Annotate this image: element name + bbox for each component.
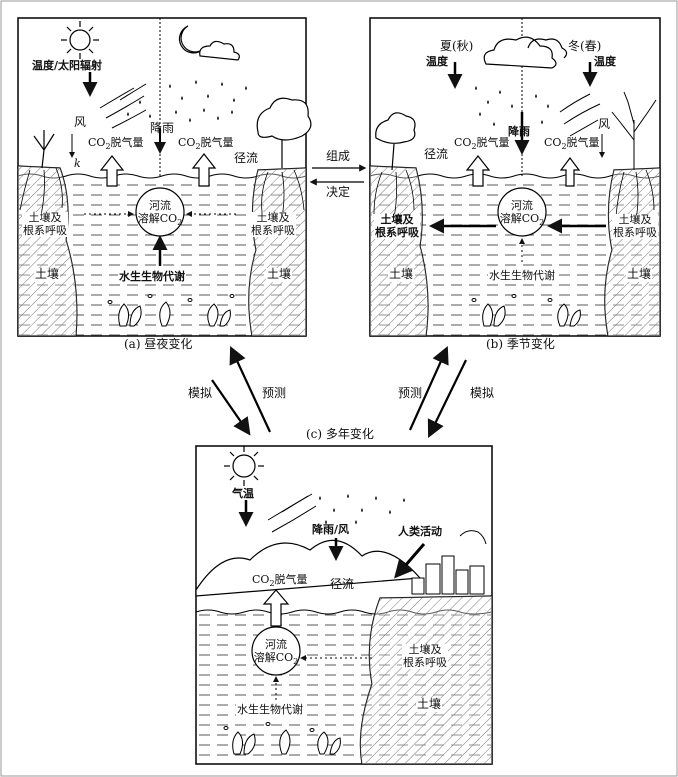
panel-a-soil-left (17, 165, 78, 337)
caption-b: (b) 季节变化 (486, 337, 555, 351)
co2-degas-left: CO2脱气量 (454, 136, 510, 152)
runoff-label: 径流 (424, 147, 449, 161)
runoff-label: 径流 (330, 577, 355, 591)
wind-label: 风 (74, 115, 87, 129)
predict-label-right: 预测 (398, 386, 423, 400)
cloud-icon (199, 40, 240, 61)
rain-label: 降雨 (508, 125, 530, 138)
compose-label: 组成 (326, 149, 351, 163)
winter-label: 冬(春) (568, 39, 602, 53)
decide-label: 决定 (326, 185, 351, 199)
k-label: k (74, 157, 81, 170)
cloud-icon (483, 36, 557, 69)
simulate-label-right: 模拟 (470, 386, 495, 400)
soil-label: 土壤 (416, 697, 443, 712)
co2-degas-left: CO2脱气量 (88, 136, 144, 152)
soil-resp-left: 土壤及根系呼吸 (22, 211, 68, 238)
panel-b-soil-right (604, 167, 661, 337)
soil-label-left: 土壤 (388, 267, 415, 282)
rain-label: 降雨 (150, 121, 175, 135)
air-temp-label: 气温 (232, 487, 254, 500)
river-label: 河流溶解CO2 (253, 638, 299, 666)
soil-label-left: 土壤 (34, 267, 61, 282)
caption-a: (a) 昼夜变化 (124, 337, 193, 351)
bare-tree (611, 91, 657, 221)
co2-degas-right: CO2脱气量 (178, 136, 234, 152)
aquatic-label: 水生生物代谢 (488, 269, 556, 283)
river-label: 河流溶解CO2 (137, 199, 183, 227)
summer-label: 夏(秋) (440, 39, 474, 53)
panel-a-soil-right (248, 167, 307, 337)
predict-arrow-left (229, 346, 271, 433)
predict-arrow-right (408, 345, 449, 431)
rain-wind-label: 降雨/风 (312, 523, 350, 536)
simulate-arrow-left (211, 379, 251, 436)
co2-degas: CO2脱气量 (252, 573, 308, 589)
caption-c: (c) 多年变化 (306, 427, 374, 441)
city-icon (411, 555, 485, 595)
tree-right (256, 97, 312, 219)
simulate-arrow-right (427, 359, 467, 438)
soil-resp-right: 土壤及根系呼吸 (612, 213, 658, 240)
temp-right-label: 温度 (594, 55, 616, 68)
temp-solar-label: 温度/太阳辐射 (32, 59, 103, 72)
panel-b-soil-left (369, 165, 429, 337)
soil-label-right: 土壤 (266, 267, 293, 282)
simulate-label-left: 模拟 (188, 386, 213, 400)
aquatic-plants (107, 294, 235, 327)
tree-left (19, 130, 63, 221)
temp-left-label: 温度 (426, 55, 448, 68)
predict-label-left: 预测 (262, 386, 287, 400)
aquatic-label: 水生生物代谢 (118, 270, 186, 284)
soil-resp-left: 土壤及根系呼吸 (374, 213, 420, 240)
runoff-label: 径流 (234, 151, 259, 165)
panel-b (369, 17, 661, 337)
wind-label: 风 (598, 117, 611, 131)
soil-resp-right: 土壤及根系呼吸 (250, 211, 296, 238)
sun-icon (224, 446, 264, 486)
sun-icon (61, 21, 99, 59)
panel-c-soil (359, 595, 493, 765)
mountains (195, 539, 422, 597)
aquatic-label: 水生生物代谢 (236, 703, 304, 717)
river-label: 河流溶解CO2 (499, 199, 545, 227)
soil-label-right: 土壤 (626, 267, 653, 282)
soil-resp-label: 土壤及根系呼吸 (402, 643, 448, 670)
human-activity-label: 人类活动 (398, 525, 442, 538)
co2-degas-right: CO2脱气量 (544, 136, 600, 152)
